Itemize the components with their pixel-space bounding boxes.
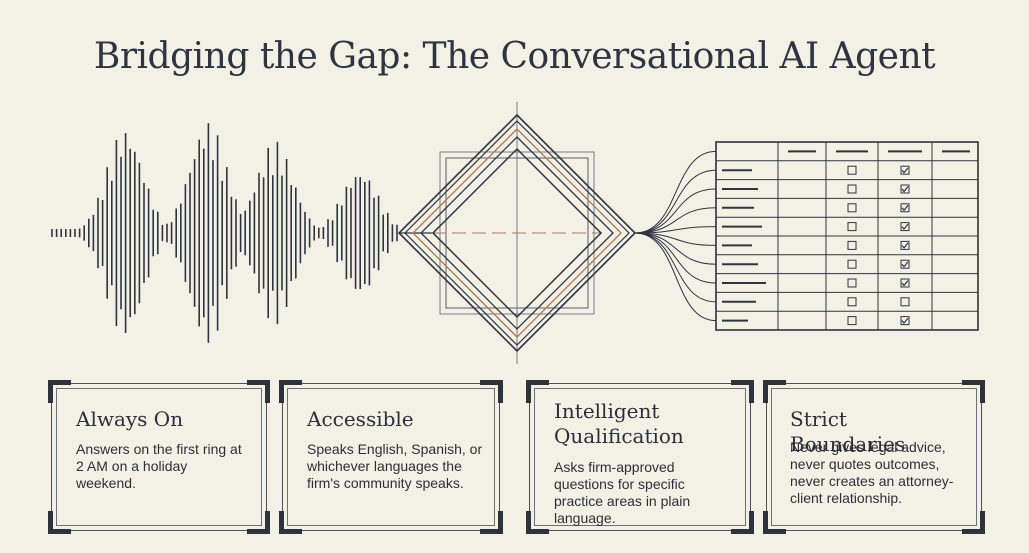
checkbox — [900, 184, 910, 194]
diamond-outline — [420, 136, 614, 330]
card-frame — [51, 383, 267, 531]
corner-bracket — [962, 380, 985, 403]
fan-line — [634, 232, 717, 303]
fan-line — [634, 232, 717, 322]
checkbox — [900, 203, 910, 213]
corner-bracket — [48, 511, 71, 534]
fan-line — [634, 226, 717, 234]
diamond-outline — [412, 128, 622, 338]
checkbox — [900, 297, 910, 307]
checkbox — [847, 184, 857, 194]
corner-bracket — [279, 380, 302, 403]
corner-bracket — [48, 380, 71, 403]
checkbox — [900, 259, 910, 269]
checkmark — [901, 280, 909, 287]
corner-bracket — [480, 511, 503, 534]
diamond-processor — [397, 102, 637, 364]
checkbox — [900, 240, 910, 250]
fan-line — [634, 188, 717, 234]
corner-bracket — [526, 380, 549, 403]
corner-bracket — [763, 380, 786, 403]
feature-card-intelligent-qualification: Intelligent Qualification Asks firm-appr… — [526, 380, 754, 534]
corner-bracket — [279, 511, 302, 534]
checkbox — [847, 316, 857, 326]
fan-line — [634, 150, 717, 234]
card-frame — [282, 383, 500, 531]
fan-line — [634, 207, 717, 234]
checkmark — [901, 167, 909, 174]
corner-bracket — [731, 511, 754, 534]
checkbox — [847, 297, 857, 307]
card-body: Answers on the first ring at 2 AM on a h… — [76, 441, 242, 491]
corner-bracket — [480, 380, 503, 403]
checkbox — [847, 165, 857, 175]
checkbox — [847, 259, 857, 269]
card-body: Speaks English, Spanish, or whichever la… — [307, 441, 483, 491]
card-title: Always On — [76, 407, 184, 431]
diamond-outline — [404, 120, 630, 346]
card-frame-inner — [771, 388, 977, 526]
checkbox — [847, 203, 857, 213]
checkmark — [901, 261, 909, 268]
corner-bracket — [731, 380, 754, 403]
card-frame-inner — [534, 388, 746, 526]
checkmark — [901, 186, 909, 193]
card-frame-inner — [56, 388, 262, 526]
checkbox — [847, 278, 857, 288]
checkmark — [901, 223, 909, 231]
diamond-outline — [397, 113, 637, 353]
feature-card-accessible: Accessible Speaks English, Spanish, or w… — [279, 380, 503, 534]
fan-lines — [634, 150, 717, 322]
checkmark — [901, 317, 909, 325]
page-title: Bridging the Gap: The Conversational AI … — [93, 36, 936, 77]
card-frame-inner — [287, 388, 495, 526]
fan-line — [634, 232, 717, 265]
card-frame — [766, 383, 982, 531]
checkbox — [900, 278, 910, 288]
card-title: Strict Boundaries — [790, 407, 906, 456]
corner-bracket — [962, 511, 985, 534]
fan-line — [634, 232, 717, 246]
card-frame — [529, 383, 751, 531]
card-title: Intelligent Qualification — [554, 399, 684, 448]
corner-bracket — [526, 511, 549, 534]
corner-bracket — [247, 511, 270, 534]
diamond-outline — [431, 147, 603, 319]
card-title: Accessible — [307, 407, 414, 431]
checkbox — [847, 222, 857, 232]
checkmark — [901, 242, 909, 249]
checkbox — [900, 316, 910, 326]
structured-data-table — [715, 141, 979, 331]
fan-line — [634, 169, 717, 234]
feature-card-strict-boundaries: Strict Boundaries Never gives legal advi… — [763, 380, 985, 534]
audio-waveform — [51, 123, 432, 343]
feature-card-always-on: Always On Answers on the first ring at 2… — [48, 380, 270, 534]
checkmark — [901, 204, 909, 212]
checkbox — [900, 165, 910, 175]
corner-bracket — [763, 511, 786, 534]
checkbox — [900, 222, 910, 232]
card-body: Asks firm-approved questions for specifi… — [554, 459, 691, 526]
checkbox — [847, 240, 857, 250]
corner-bracket — [247, 380, 270, 403]
card-body: Never gives legal advice, never quotes o… — [790, 439, 954, 506]
